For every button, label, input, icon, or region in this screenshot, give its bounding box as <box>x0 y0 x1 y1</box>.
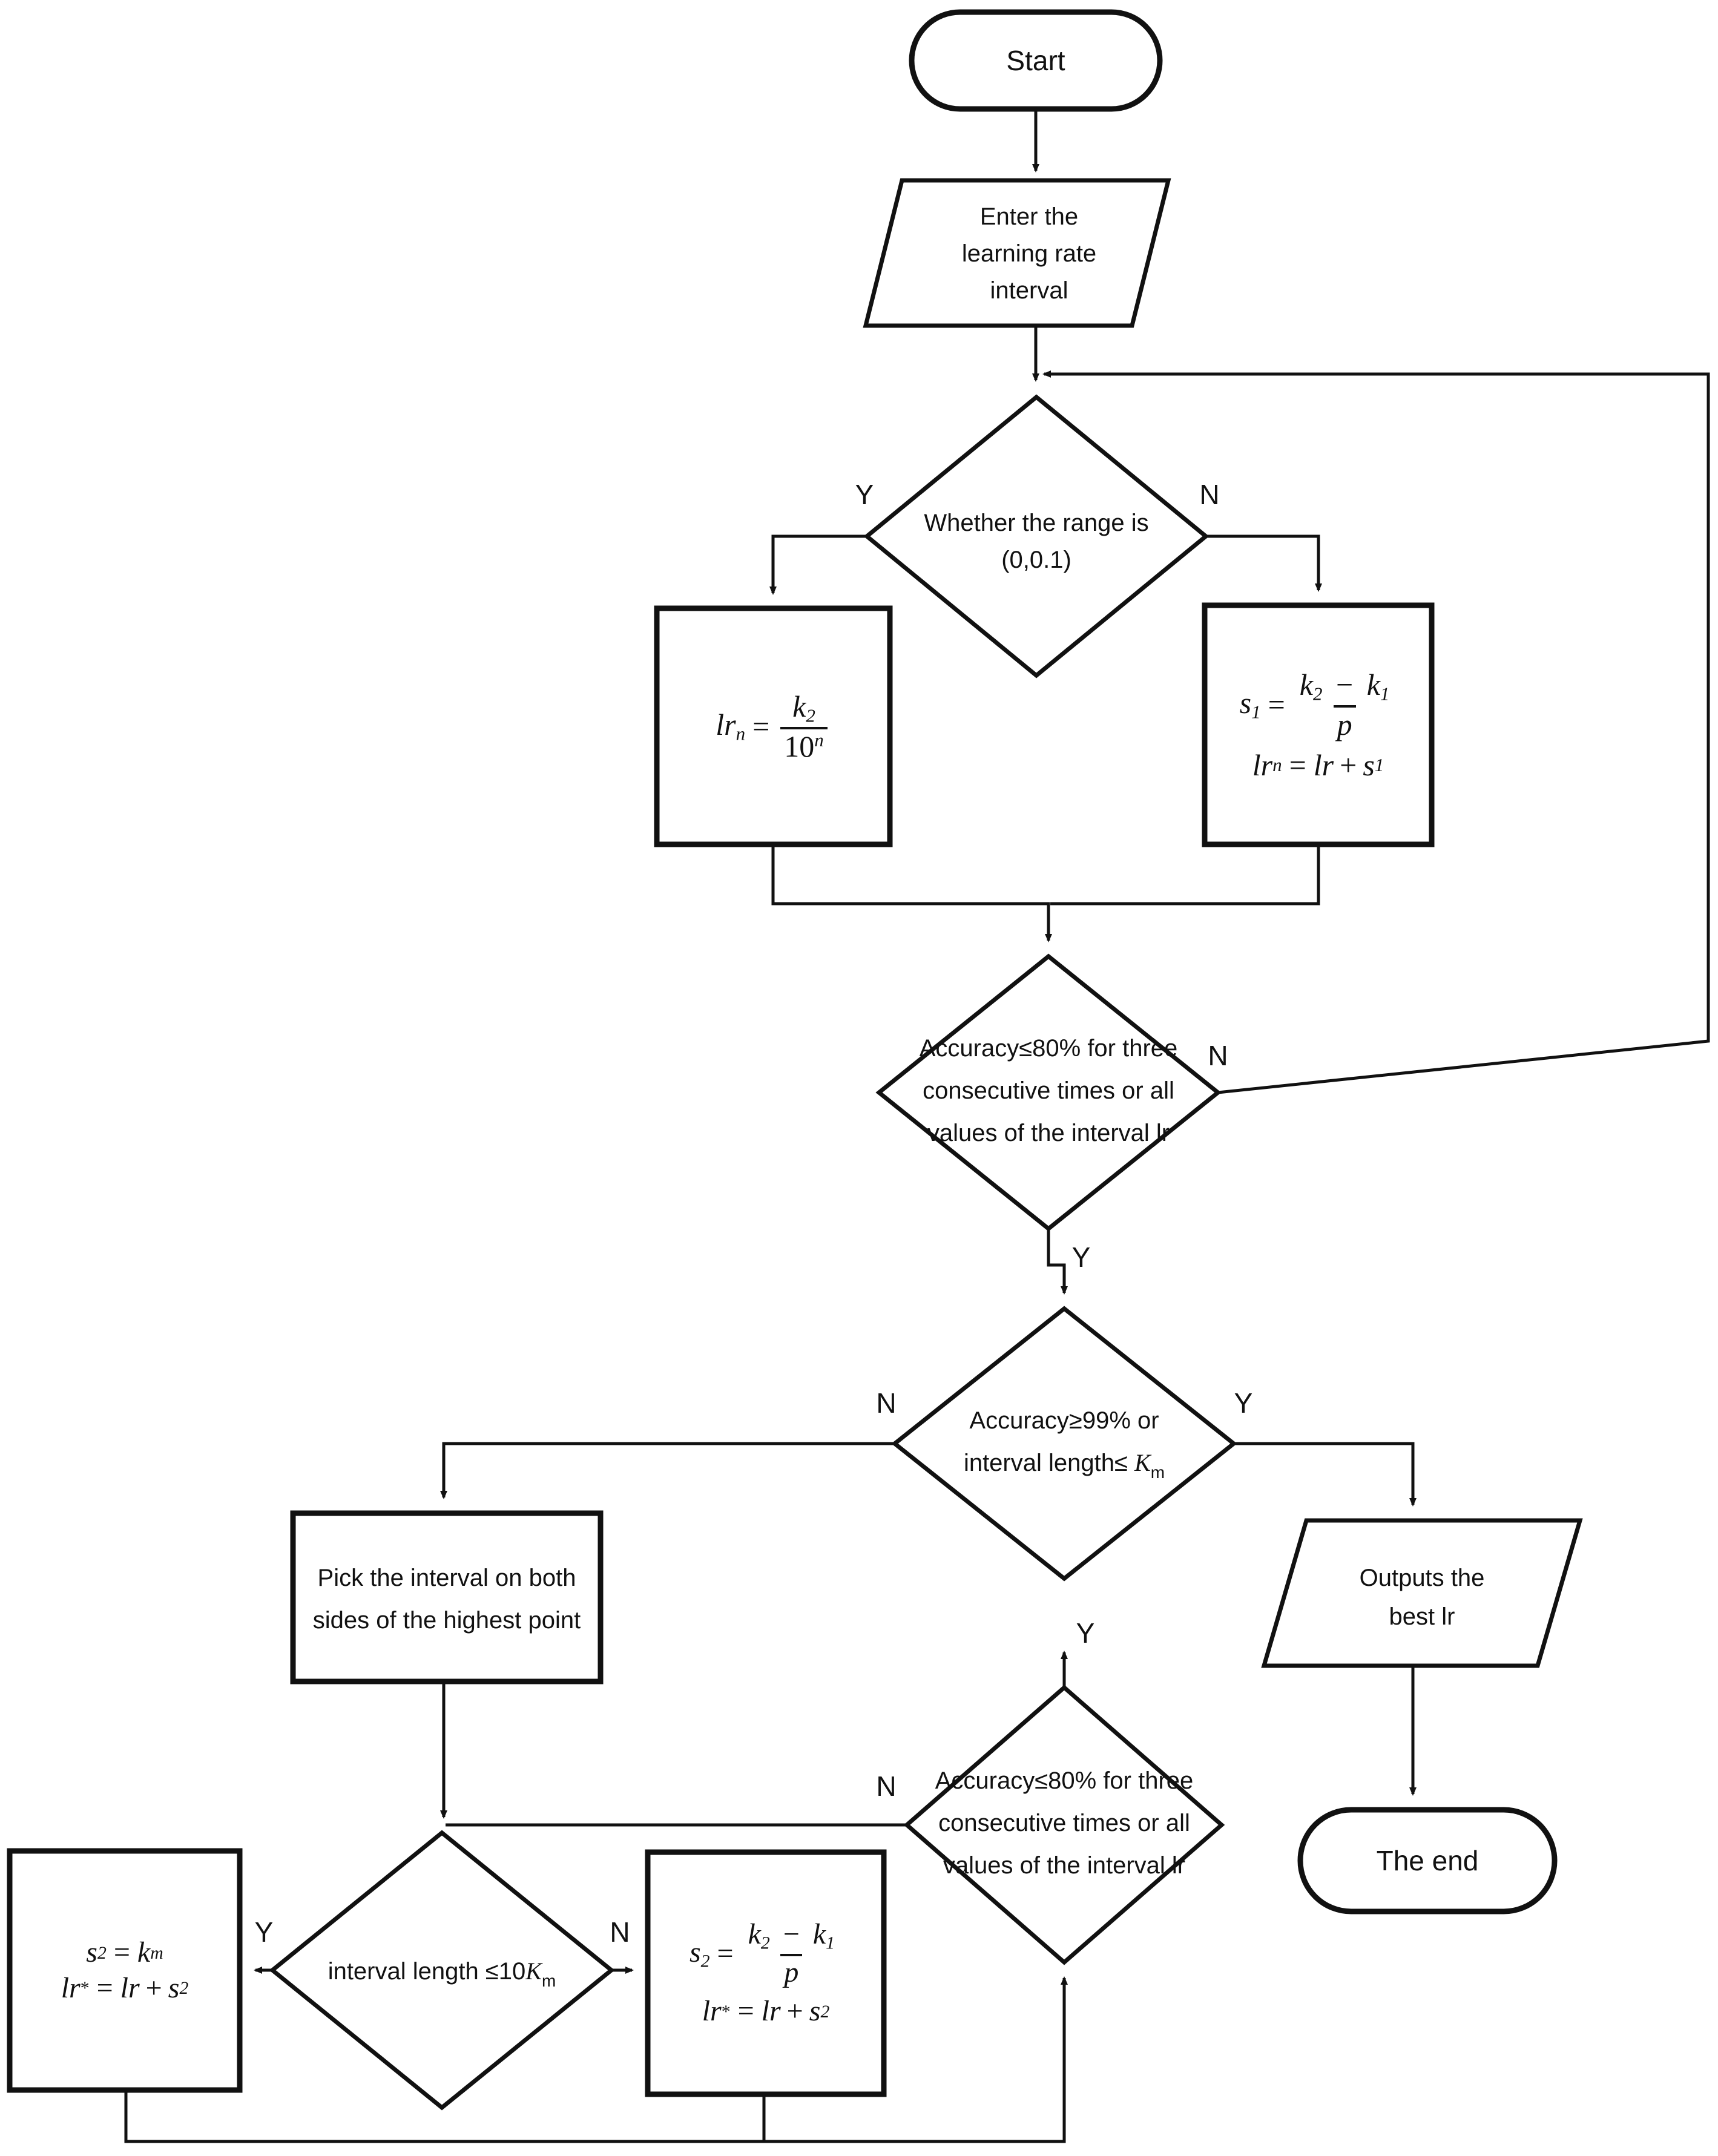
node-decision-range <box>863 394 1210 679</box>
branch-label-acc80b-no: N <box>876 1770 896 1802</box>
node-decision-acc80-a-line-1: Accuracy≤80% for three <box>920 1035 1178 1062</box>
node-input-interval-line-3: interval <box>990 277 1068 304</box>
node-decision-acc80-b-line-2: consecutive times or all <box>938 1810 1190 1836</box>
branch-label-len-yes: Y <box>255 1916 274 1948</box>
node-start-label: Start <box>1006 45 1065 76</box>
node-decision-acc80-b-line-3: values of the interval lr <box>943 1852 1185 1879</box>
branch-label-acc99-no: N <box>876 1387 896 1419</box>
branch-label-acc80a-yes: Y <box>1072 1241 1091 1273</box>
branch-label-acc80a-no: N <box>1208 1040 1228 1071</box>
node-proc-lr-pow <box>654 605 893 847</box>
branch-label-len-no: N <box>610 1916 630 1948</box>
node-input-interval-line-2: learning rate <box>962 240 1096 267</box>
node-decision-len10km <box>269 1830 615 2111</box>
branch-label-range-no: N <box>1199 479 1219 510</box>
node-output-best <box>1261 1518 1583 1668</box>
edge-acc80a-yes <box>1047 1229 1068 1295</box>
node-proc-s2-frac <box>645 1849 887 2097</box>
node-decision-acc99-line-1: Accuracy≥99% or <box>969 1407 1159 1434</box>
node-end <box>1297 1807 1558 1914</box>
node-end-label: The end <box>1377 1845 1479 1876</box>
edge-s2km-to-acc80b <box>124 1976 1068 2143</box>
node-decision-acc80-a-line-2: consecutive times or all <box>923 1077 1174 1104</box>
branch-label-range-yes: Y <box>855 479 874 510</box>
edge-lrpow-to-acc80a <box>771 844 1052 942</box>
node-decision-range-line-2: (0,0.1) <box>1001 547 1071 573</box>
edge-range-no <box>1206 534 1322 592</box>
node-decision-acc80-a-line-3: values of the interval lr <box>927 1120 1170 1146</box>
edge-s1-to-acc80a <box>1050 844 1320 905</box>
edge-loop-return <box>1042 370 1710 1094</box>
branch-label-acc99-yes: Y <box>1234 1387 1253 1419</box>
node-input-interval-line-1: Enter the <box>980 203 1078 230</box>
edge-acc99-no <box>440 1442 895 1499</box>
node-input-interval <box>863 178 1171 328</box>
node-decision-acc99 <box>891 1306 1237 1582</box>
branch-label-acc80b-yes: Y <box>1076 1617 1095 1649</box>
node-decision-range-line-1: Whether the range is <box>924 510 1148 536</box>
node-proc-pick-line-1: Pick the interval on both <box>318 1565 576 1591</box>
node-decision-acc80-b-line-1: Accuracy≤80% for three <box>935 1767 1194 1794</box>
edge-acc99-yes <box>1234 1442 1417 1507</box>
node-proc-pick <box>290 1510 604 1684</box>
node-proc-pick-line-2: sides of the highest point <box>313 1607 581 1634</box>
edge-range-yes <box>769 534 867 595</box>
node-output-best-line-1: Outputs the <box>1360 1565 1485 1591</box>
node-output-best-line-2: best lr <box>1389 1603 1455 1630</box>
node-decision-acc80-b <box>903 1684 1225 1965</box>
node-proc-s2-km <box>7 1848 243 2093</box>
node-proc-s1 <box>1202 602 1435 847</box>
